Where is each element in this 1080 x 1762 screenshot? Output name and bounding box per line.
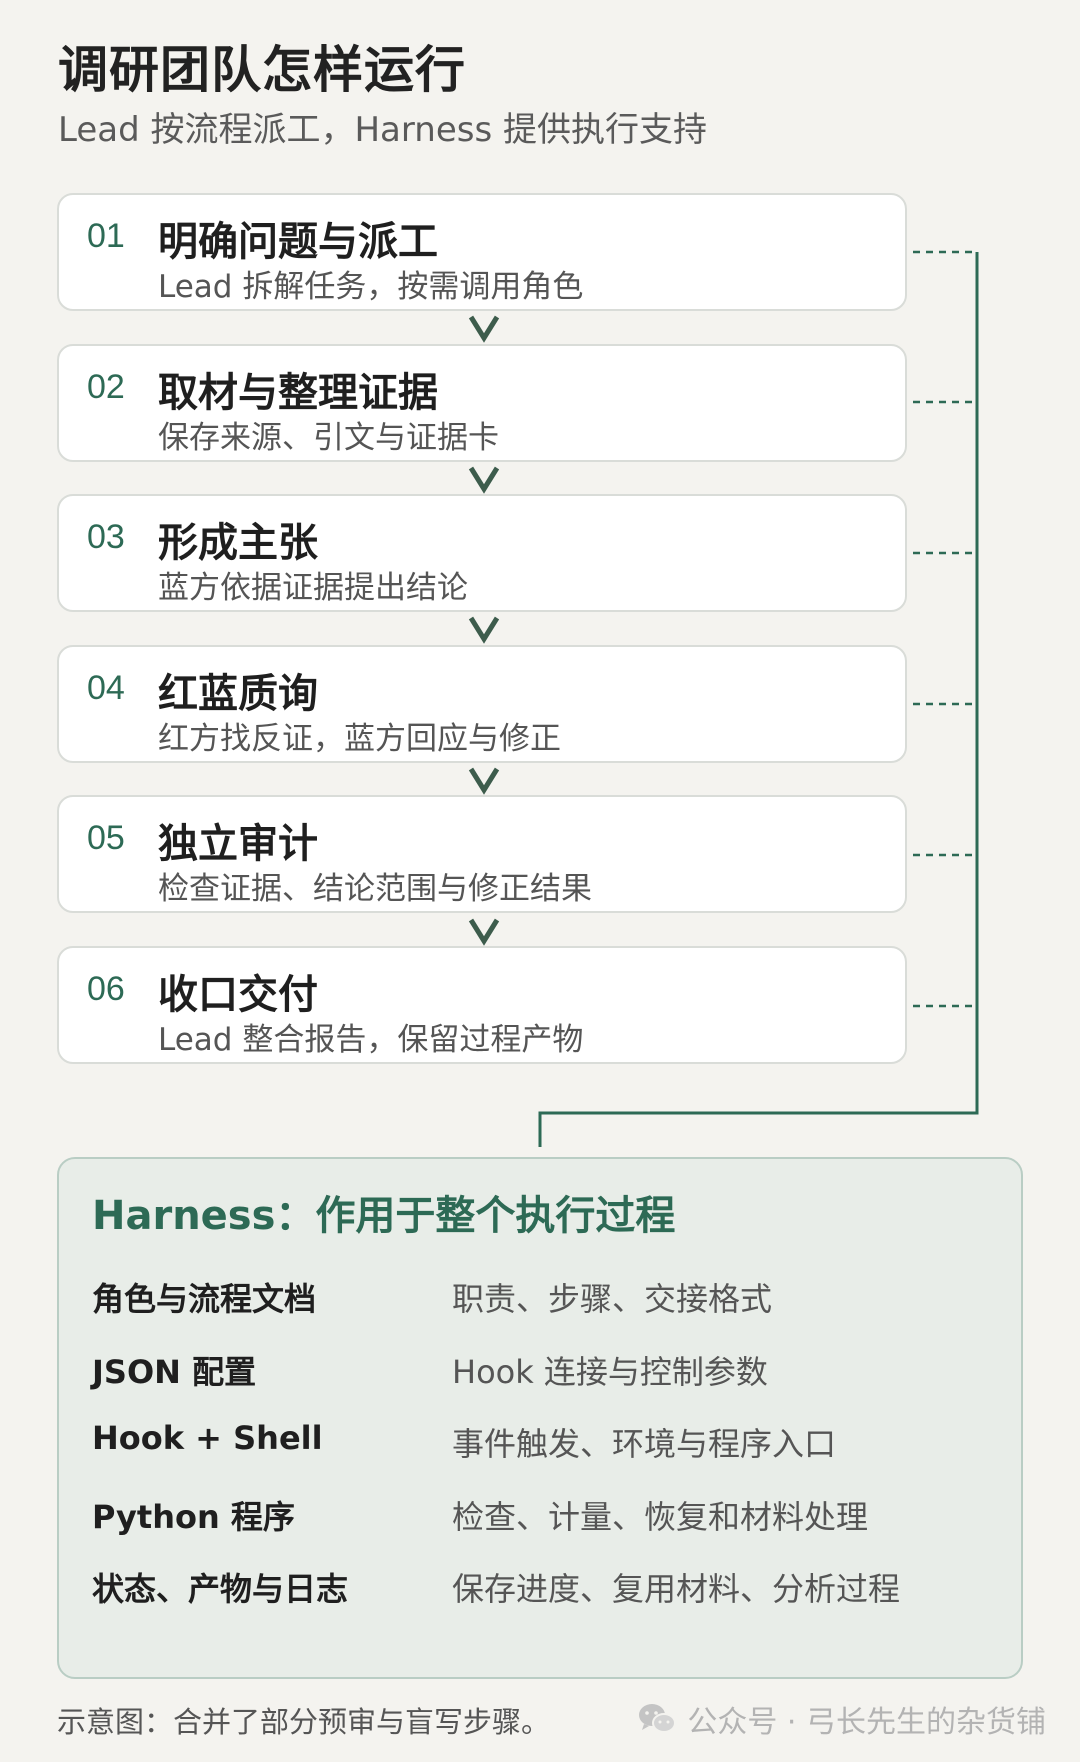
chevron-down-icon <box>468 767 500 795</box>
harness-row-key: JSON 配置 <box>92 1353 257 1391</box>
step-number: 03 <box>87 518 125 556</box>
step-description: 检查证据、结论范围与修正结果 <box>158 871 592 907</box>
chevron-down-icon <box>468 616 500 644</box>
step-card-04: 04 红蓝质询 红方找反证，蓝方回应与修正 <box>57 645 907 763</box>
footer-note: 示意图：合并了部分预审与盲写步骤。 <box>57 1705 551 1739</box>
step-number: 06 <box>87 970 125 1008</box>
harness-row-value: 保存进度、复用材料、分析过程 <box>452 1570 901 1608</box>
harness-row-value: Hook 连接与控制参数 <box>452 1353 768 1391</box>
harness-row: JSON 配置 Hook 连接与控制参数 <box>92 1347 992 1391</box>
step-number: 05 <box>87 819 125 857</box>
brand-watermark: 公众号 · 弓长先生的杂货铺 <box>637 1697 1046 1741</box>
harness-row-key: Hook + Shell <box>92 1419 323 1457</box>
step-title: 明确问题与派工 <box>158 219 438 265</box>
step-number: 02 <box>87 368 125 406</box>
harness-row: Python 程序 检查、计量、恢复和材料处理 <box>92 1492 992 1536</box>
step-title: 取材与整理证据 <box>158 370 438 416</box>
step-number: 01 <box>87 217 125 255</box>
step-description: 蓝方依据证据提出结论 <box>158 570 468 606</box>
step-description: 红方找反证，蓝方回应与修正 <box>158 721 561 757</box>
step-title: 形成主张 <box>158 520 318 566</box>
harness-row-key: 状态、产物与日志 <box>92 1570 349 1608</box>
step-number: 04 <box>87 669 125 707</box>
step-card-03: 03 形成主张 蓝方依据证据提出结论 <box>57 494 907 612</box>
harness-row-key: Python 程序 <box>92 1498 295 1536</box>
step-description: Lead 整合报告，保留过程产物 <box>158 1022 584 1058</box>
step-description: Lead 拆解任务，按需调用角色 <box>158 269 584 305</box>
step-description: 保存来源、引文与证据卡 <box>158 420 499 456</box>
harness-row-value: 检查、计量、恢复和材料处理 <box>452 1498 869 1536</box>
step-card-06: 06 收口交付 Lead 整合报告，保留过程产物 <box>57 946 907 1064</box>
step-card-02: 02 取材与整理证据 保存来源、引文与证据卡 <box>57 344 907 462</box>
wechat-icon <box>639 1704 677 1733</box>
step-card-05: 05 独立审计 检查证据、结论范围与修正结果 <box>57 795 907 913</box>
page-title: 调研团队怎样运行 <box>58 41 466 99</box>
step-title: 红蓝质询 <box>158 671 318 717</box>
harness-row-value: 事件触发、环境与程序入口 <box>452 1425 837 1463</box>
harness-row-value: 职责、步骤、交接格式 <box>452 1280 773 1318</box>
page-subtitle: Lead 按流程派工，Harness 提供执行支持 <box>58 110 707 150</box>
step-title: 收口交付 <box>158 972 318 1018</box>
harness-panel: Harness：作用于整个执行过程 角色与流程文档 职责、步骤、交接格式 JSO… <box>57 1157 1023 1679</box>
brand-label: 公众号 · 弓长先生的杂货铺 <box>687 1705 1046 1740</box>
harness-row: 状态、产物与日志 保存进度、复用材料、分析过程 <box>92 1564 992 1608</box>
harness-row: Hook + Shell 事件触发、环境与程序入口 <box>92 1419 992 1463</box>
chevron-down-icon <box>468 315 500 343</box>
chevron-down-icon <box>468 466 500 494</box>
harness-title: Harness：作用于整个执行过程 <box>92 1193 676 1239</box>
chevron-down-icon <box>468 918 500 946</box>
harness-row: 角色与流程文档 职责、步骤、交接格式 <box>92 1274 992 1318</box>
step-card-01: 01 明确问题与派工 Lead 拆解任务，按需调用角色 <box>57 193 907 311</box>
step-title: 独立审计 <box>158 821 318 867</box>
harness-row-key: 角色与流程文档 <box>92 1280 317 1318</box>
